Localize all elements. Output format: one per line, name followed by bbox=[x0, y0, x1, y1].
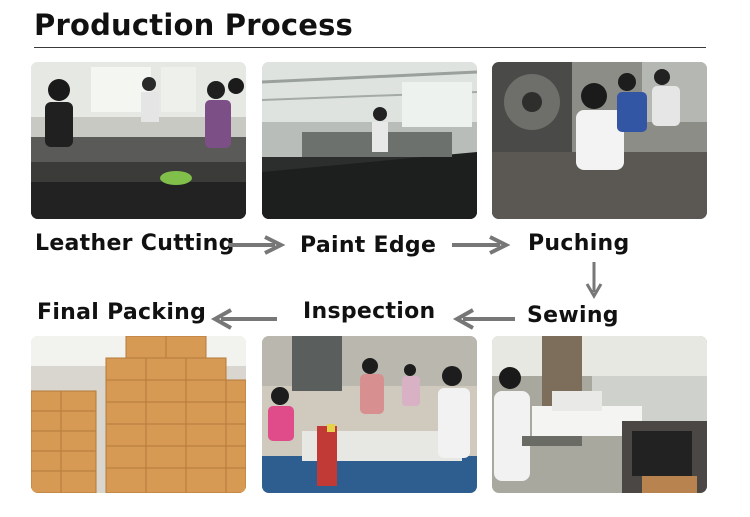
final-packing-photo bbox=[31, 336, 246, 493]
arrow-left-icon bbox=[452, 308, 515, 330]
arrow-left-icon bbox=[210, 308, 277, 330]
step-label-leather-cutting: Leather Cutting bbox=[35, 231, 235, 256]
sewing-photo bbox=[492, 336, 707, 493]
title-divider bbox=[34, 47, 706, 48]
arrow-down-icon bbox=[585, 262, 603, 299]
page-title: Production Process bbox=[34, 8, 354, 42]
inspection-photo bbox=[262, 336, 477, 493]
step-label-paint-edge: Paint Edge bbox=[300, 233, 437, 258]
leather-cutting-photo bbox=[31, 62, 246, 219]
punching-photo bbox=[492, 62, 707, 219]
step-label-puching: Puching bbox=[528, 231, 630, 256]
paint-edge-photo bbox=[262, 62, 477, 219]
arrow-right-icon bbox=[229, 235, 286, 255]
step-label-final-packing: Final Packing bbox=[37, 300, 207, 325]
arrow-right-icon bbox=[452, 235, 511, 255]
step-label-inspection: Inspection bbox=[303, 299, 436, 324]
step-label-sewing: Sewing bbox=[527, 303, 619, 328]
